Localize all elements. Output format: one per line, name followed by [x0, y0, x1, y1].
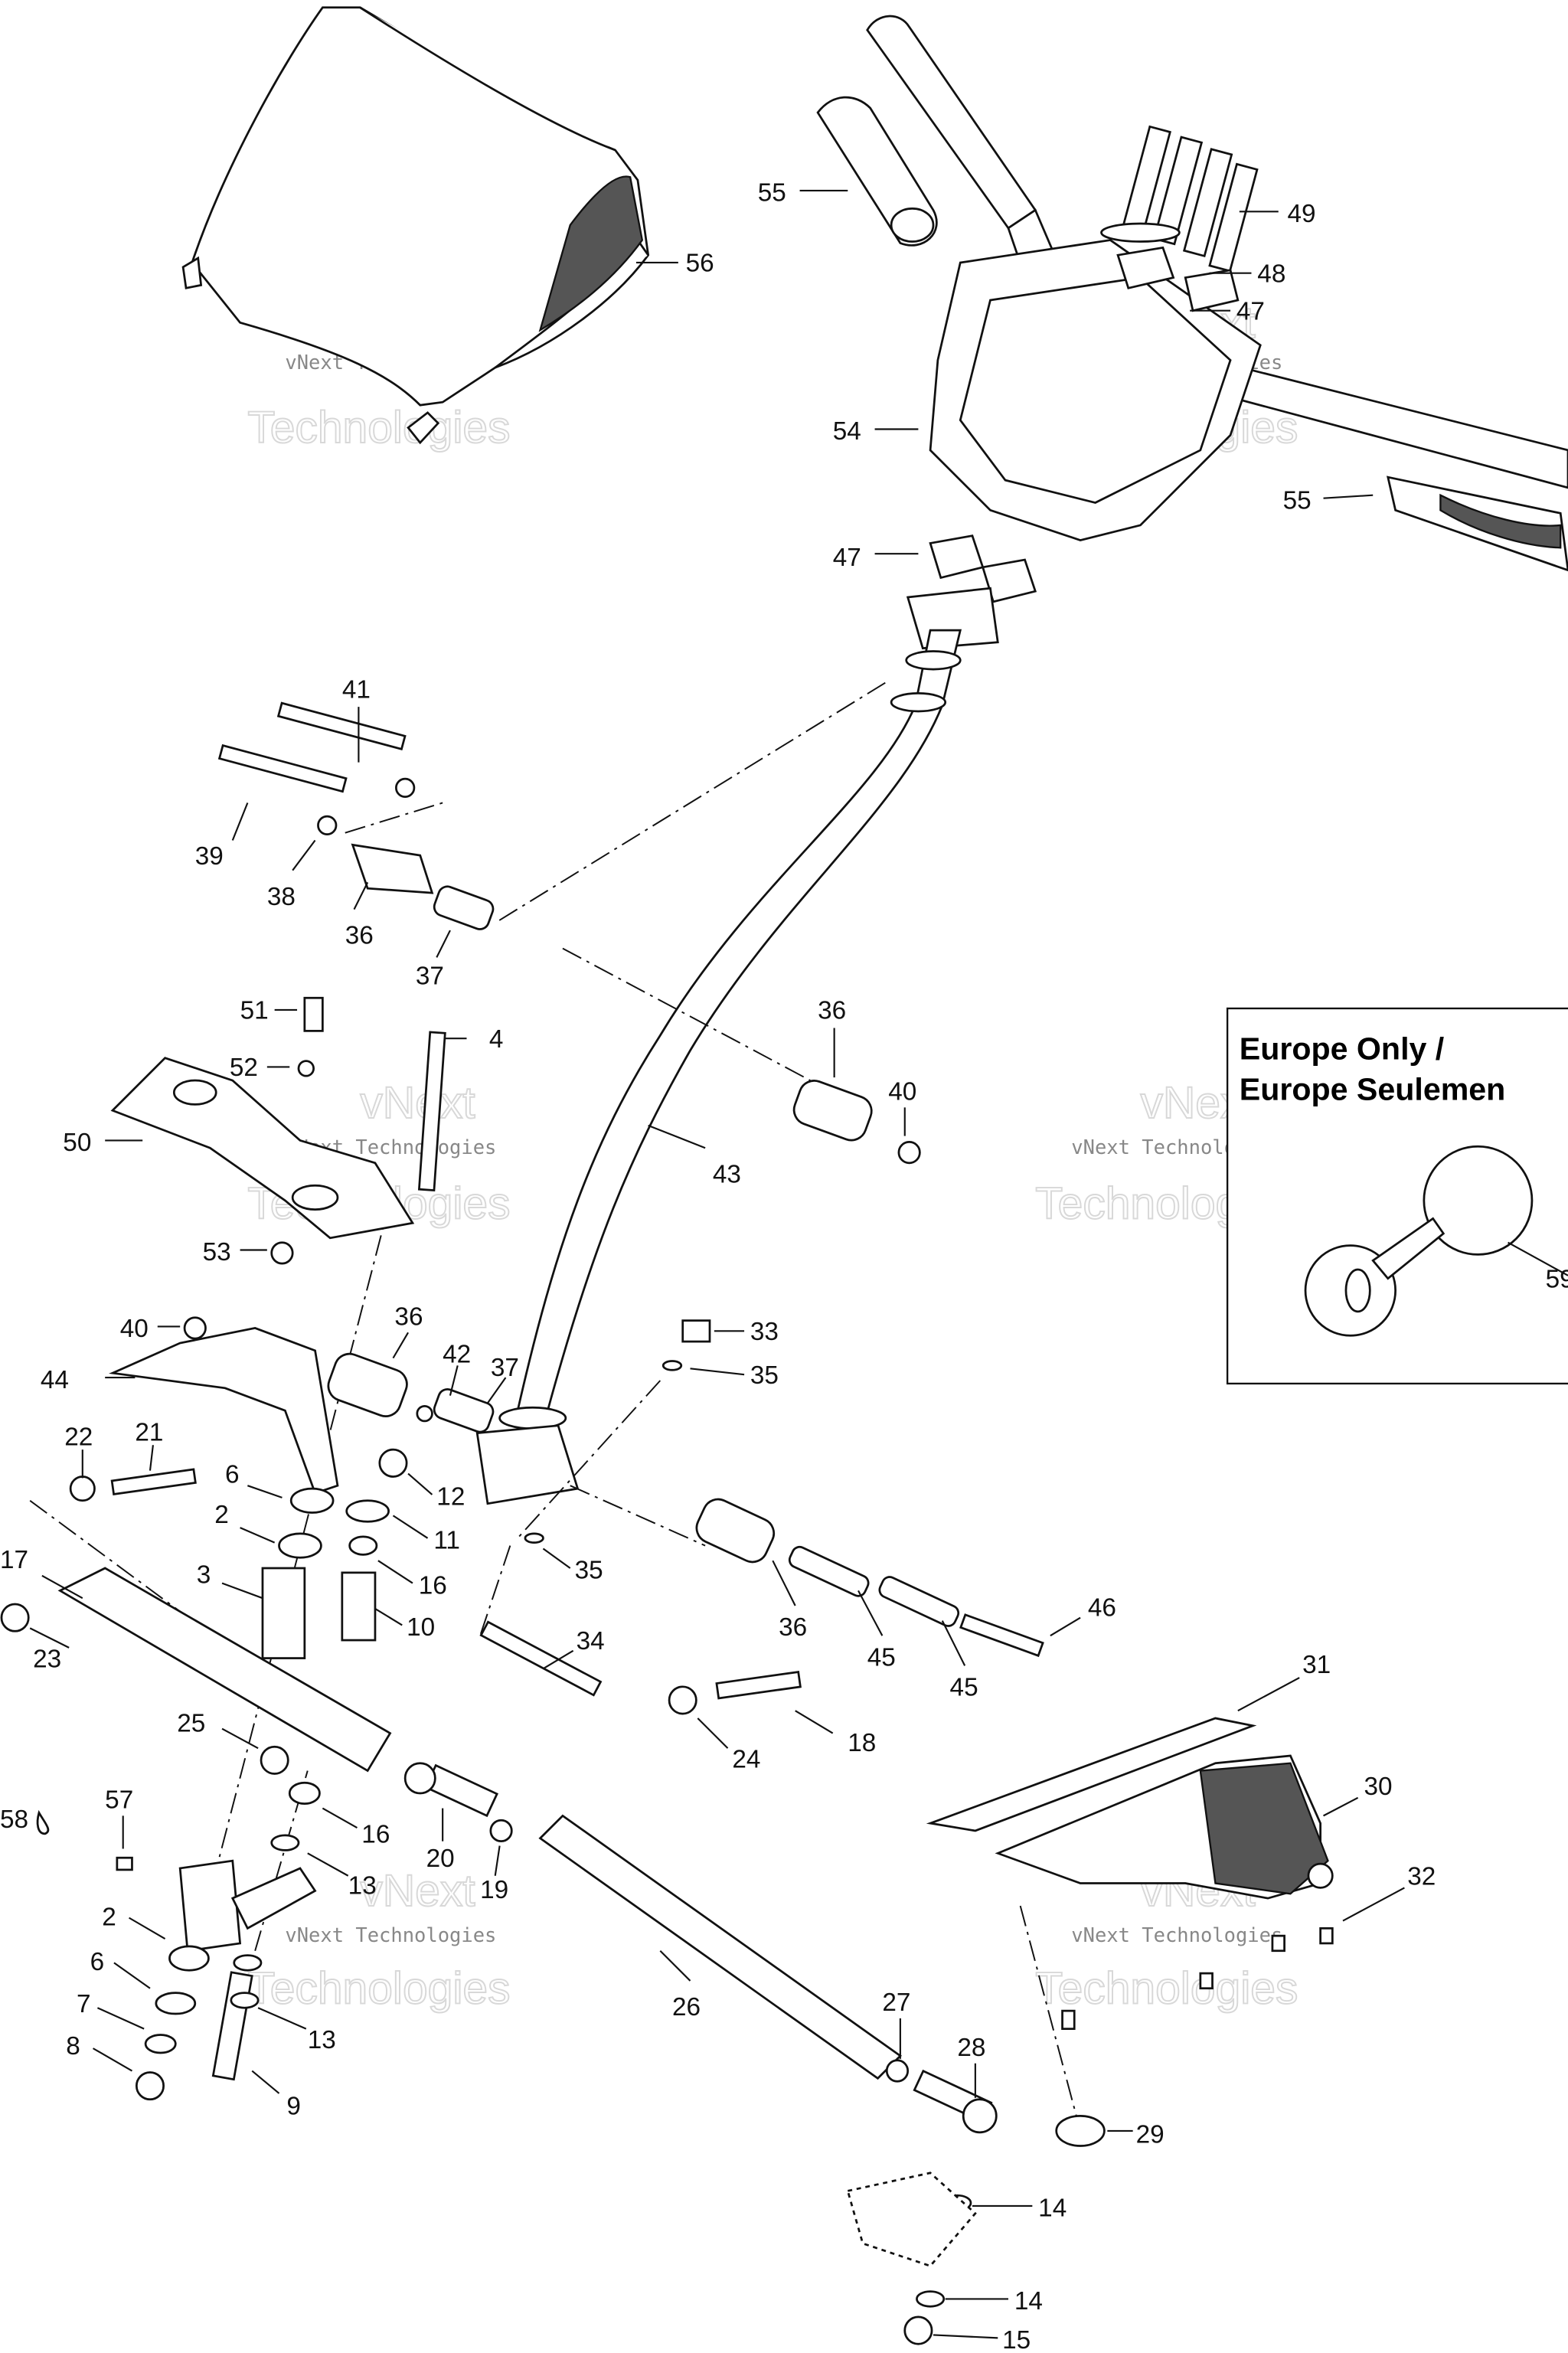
callout-55a: 55: [758, 179, 786, 208]
europe-only-inset: Europe Only / Europe Seulemen 59: [1226, 1007, 1568, 1385]
watermark-large-1: Technologies: [247, 403, 510, 453]
boot-part: [926, 1717, 1334, 1900]
inset-title-line1: Europe Only /: [1240, 1031, 1445, 1067]
callout-23: 23: [33, 1645, 61, 1673]
callout-14a: 14: [1038, 2194, 1067, 2223]
hardware-parts: [0, 777, 1334, 2345]
callout-38: 38: [267, 883, 296, 911]
callout-57: 57: [105, 1786, 133, 1815]
watermark-top-3: vNext: [360, 1078, 475, 1128]
callout-53: 53: [203, 1238, 231, 1266]
callout-11: 11: [433, 1527, 460, 1555]
callout-13b: 13: [308, 2026, 336, 2054]
callout-9: 9: [286, 2092, 301, 2120]
callout-41: 41: [342, 675, 371, 704]
callout-27: 27: [882, 1989, 910, 2017]
callout-6b: 6: [90, 1948, 105, 1976]
callout-16b: 16: [361, 1821, 390, 1849]
callout-3: 3: [197, 1561, 211, 1590]
handlebar-part: [816, 15, 1568, 650]
callout-16a: 16: [419, 1571, 447, 1600]
callout-6a: 6: [225, 1460, 240, 1489]
callout-45b: 45: [950, 1674, 978, 1702]
callout-44: 44: [41, 1366, 69, 1394]
windshield-part: [181, 6, 650, 445]
callout-47a: 47: [1236, 297, 1265, 325]
callout-26: 26: [672, 1993, 701, 2021]
callout-37b: 37: [491, 1354, 519, 1382]
callout-59: 59: [1546, 1266, 1568, 1294]
callout-4: 4: [489, 1025, 504, 1054]
callout-2a: 2: [214, 1501, 229, 1529]
callout-45a: 45: [867, 1643, 896, 1672]
callout-13a: 13: [348, 1871, 377, 1900]
callout-49: 49: [1288, 200, 1316, 228]
callout-14b: 14: [1014, 2287, 1043, 2315]
callout-18: 18: [848, 1729, 876, 1757]
inset-title-line2: Europe Seulemen: [1240, 1072, 1506, 1107]
callout-25: 25: [177, 1710, 205, 1738]
watermark-small-6: vNext Technologies: [1071, 1924, 1282, 1947]
callout-36a: 36: [345, 922, 374, 950]
callout-12: 12: [436, 1483, 465, 1511]
callout-36b: 36: [818, 997, 846, 1025]
callout-42: 42: [443, 1340, 471, 1368]
callout-54: 54: [833, 417, 861, 446]
callout-28: 28: [957, 2034, 985, 2062]
callout-58: 58: [0, 1806, 28, 1834]
callout-32: 32: [1407, 1863, 1436, 1891]
steering-column-part: [475, 629, 962, 1505]
callout-51: 51: [240, 997, 269, 1025]
watermark-large-5: Technologies: [247, 1963, 510, 2013]
callout-15: 15: [1002, 2326, 1031, 2353]
callout-37a: 37: [416, 962, 444, 991]
callout-40b: 40: [120, 1315, 149, 1343]
callout-8: 8: [66, 2032, 80, 2061]
callout-labels: 55 56 49 48 47 54 55 47 41 39 38 36 37 5…: [0, 179, 1436, 2353]
leader-lines: [29, 189, 1405, 2339]
callout-20: 20: [426, 1845, 455, 1873]
watermark-small-5: vNext Technologies: [285, 1924, 496, 1947]
callout-21: 21: [135, 1418, 163, 1446]
callout-19: 19: [480, 1876, 508, 1904]
callout-7: 7: [77, 1990, 91, 2018]
callout-52: 52: [230, 1054, 258, 1082]
callout-55b: 55: [1283, 486, 1312, 515]
callout-47b: 47: [833, 544, 861, 572]
callout-35b: 35: [575, 1557, 603, 1585]
callout-24: 24: [732, 1746, 760, 1774]
callout-46: 46: [1088, 1594, 1116, 1623]
watermark-large-6: Technologies: [1035, 1963, 1298, 2013]
callout-33: 33: [750, 1318, 779, 1346]
callout-35a: 35: [750, 1361, 779, 1390]
callout-31: 31: [1302, 1651, 1331, 1679]
callout-40a: 40: [888, 1078, 916, 1106]
callout-34: 34: [577, 1627, 605, 1655]
callout-10: 10: [407, 1613, 435, 1642]
callout-36d: 36: [779, 1613, 807, 1642]
callout-48: 48: [1257, 260, 1285, 288]
callout-29: 29: [1136, 2121, 1165, 2149]
steering-bracket-part: [57, 701, 1106, 2147]
callout-36c: 36: [394, 1303, 423, 1332]
callout-22: 22: [64, 1423, 93, 1451]
horn-bulb: [1423, 1145, 1534, 1256]
callout-2b: 2: [102, 1903, 116, 1931]
callout-39: 39: [195, 842, 224, 871]
callout-17: 17: [0, 1546, 28, 1574]
callout-50: 50: [63, 1129, 91, 1157]
callout-43: 43: [713, 1160, 741, 1188]
watermark-top-5: vNext: [360, 1866, 475, 1916]
callout-30: 30: [1364, 1773, 1392, 1801]
callout-56: 56: [686, 250, 714, 278]
